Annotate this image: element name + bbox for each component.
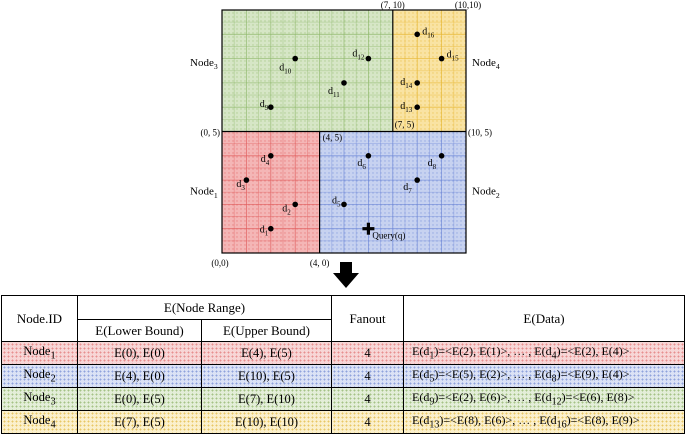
corner-label: (10,10) [455,0,481,10]
cell-node-id: Node4 [1,410,78,434]
node-label-4: Node4 [472,57,500,71]
cell-fanout: 4 [331,341,404,365]
data-point-label: d3 [236,179,245,192]
cell-upper-bound: E(10), E(5) [201,364,332,388]
arrow-down-icon [333,262,359,288]
node-label-3: Node3 [190,57,218,71]
data-point-marker [268,225,274,232]
corner-label: (4, 0) [310,258,330,268]
region-node3 [222,10,393,132]
plus-marker-icon [362,222,375,235]
cell-upper-bound: E(10), E(10) [201,410,332,434]
cell-data: E(d1)=<E(2), E(1)>, … , E(d4)=<E(2), E(4… [403,341,685,365]
node-table: Node.ID E(Node Range) Fanout E(Data) E(L… [1,295,685,434]
data-point-label: d5 [332,195,341,208]
data-point-label: d10 [279,63,292,76]
cell-lower-bound: E(4), E(0) [77,364,202,388]
cell-data: E(d13)=<E(8), E(6)>, … , E(d16)=<E(8), E… [403,410,685,434]
cell-upper-bound: E(7), E(10) [201,387,332,411]
node-label-1: Node1 [190,186,218,200]
cell-fanout: 4 [331,387,404,411]
region-grid-node4 [392,10,466,132]
data-point-marker [268,153,274,159]
data-point-marker [414,177,421,183]
region-node4 [392,10,466,132]
data-point-label: d12 [352,49,365,62]
data-point-marker [292,201,299,208]
cell-node-id: Node3 [1,387,78,411]
data-point-marker [414,31,421,38]
data-point-label: d6 [357,158,366,171]
corner-label: (10, 5) [468,128,492,138]
partition-boundaries [221,9,467,254]
corner-label: (4, 5) [323,133,343,143]
node-label-2: Node2 [472,186,500,200]
cell-node-id: Node2 [1,364,78,388]
cell-fanout: 4 [331,410,404,434]
data-point-label: d15 [447,50,460,63]
data-point-label: d16 [422,26,435,39]
data-point-marker [365,153,372,159]
data-point-label: d2 [282,203,291,216]
header-fanout: Fanout [331,295,404,342]
spatial-partition-diagram: (7, 10) (10,10) (0, 5) (4, 5) (7, 5) (10, 5) (… [190,0,500,268]
data-point-label: d4 [261,154,270,167]
query-label: Query(q) [372,231,405,241]
cell-node-id: Node1 [1,341,78,365]
data-point-marker [414,80,421,86]
cell-lower-bound: E(0), E(0) [77,341,202,365]
corner-label: (7, 5) [395,120,415,130]
cell-lower-bound: E(0), E(5) [77,387,202,411]
cell-fanout: 4 [331,364,404,388]
data-point-marker [414,104,421,110]
data-point-label: d14 [400,77,413,90]
data-point-marker [292,55,299,62]
corner-label: (0, 5) [201,128,221,138]
corner-label: (0,0) [211,258,228,268]
cell-data: E(d9)=<E(2), E(6)>, … , E(d12)=<E(6), E(… [403,387,685,411]
data-point-label: d8 [428,158,437,171]
data-point-label: d13 [400,101,413,114]
header-lower-bound: E(Lower Bound) [77,319,202,342]
cell-upper-bound: E(4), E(5) [201,341,332,365]
data-point-label: d11 [328,86,340,99]
header-node-range: E(Node Range) [77,295,332,320]
region-grid-node3 [222,10,393,132]
data-point-marker [268,104,274,110]
cell-lower-bound: E(7), E(5) [77,410,202,434]
data-point-label: d1 [260,225,269,238]
data-point-marker [438,153,445,159]
header-node-id: Node.ID [1,295,78,342]
header-upper-bound: E(Upper Bound) [201,319,332,342]
data-point-marker [243,177,250,183]
data-point-label: d7 [403,182,412,195]
data-point-marker [341,80,347,86]
data-point-label: d9 [260,99,269,112]
cell-data: E(d5)=<E(5), E(2)>, … , E(d8)=<E(9), E(4… [403,364,685,388]
header-data: E(Data) [403,295,685,342]
data-point-marker [341,201,347,208]
data-point-marker [365,55,372,62]
corner-label: (7, 10) [381,0,405,10]
data-point-marker [438,55,445,62]
